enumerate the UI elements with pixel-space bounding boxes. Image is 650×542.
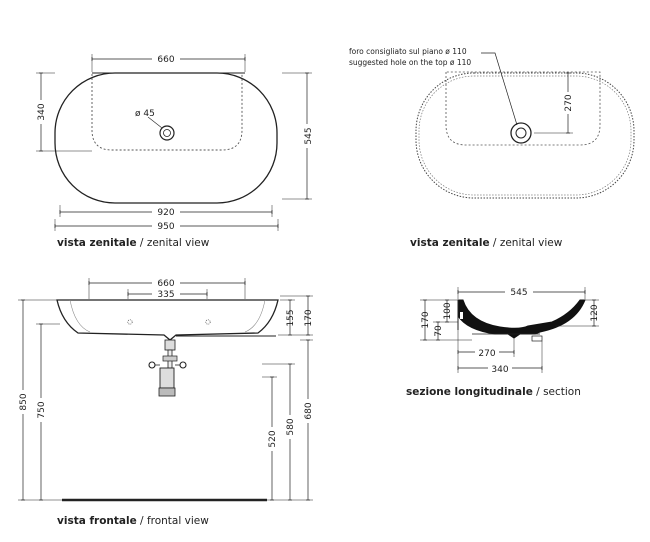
dim-580: 580 — [286, 418, 296, 435]
dim-545: 545 — [304, 127, 314, 144]
front-view: 660 335 155 170 850 750 520 — [17, 276, 314, 502]
dim-850: 850 — [19, 393, 29, 410]
dim-920: 920 — [157, 208, 174, 218]
dim-100: 100 — [443, 302, 453, 319]
top-view-right-caption: vista zenitale / zenital view — [410, 237, 563, 249]
basin-section — [457, 299, 586, 339]
dim-170: 170 — [421, 311, 431, 328]
dim-545: 545 — [510, 288, 527, 298]
dim-270: 270 — [478, 349, 495, 359]
top-view-right: foro consigliato sul piano ø 110 suggest… — [349, 47, 635, 199]
dim-155: 155 — [286, 309, 296, 326]
dim-660: 660 — [157, 279, 174, 289]
suggested-hole-note-en: suggested hole on the top ø 110 — [349, 58, 471, 67]
dim-950: 950 — [157, 222, 174, 232]
dim-340: 340 — [491, 365, 508, 375]
drain-hole — [159, 125, 175, 141]
inner-bowl-dashed — [91, 74, 243, 151]
inner-bowl-dashed — [445, 71, 601, 146]
hole-label: ø 45 — [135, 109, 155, 119]
suggested-hole-note-it: foro consigliato sul piano ø 110 — [349, 47, 467, 56]
dim-340: 340 — [37, 103, 47, 120]
top-view-caption: vista zenitale / zenital view — [57, 237, 210, 249]
dim-70: 70 — [434, 325, 444, 337]
dim-680: 680 — [304, 402, 314, 419]
dim-335: 335 — [157, 290, 174, 300]
basin-front — [56, 299, 279, 341]
dim-660: 660 — [157, 55, 174, 65]
dim-520: 520 — [268, 430, 278, 447]
suggested-hole — [510, 122, 532, 144]
drain-trap — [148, 339, 187, 397]
front-view-caption: vista frontale / frontal view — [57, 515, 209, 527]
dim-270: 270 — [564, 94, 574, 111]
section-caption: sezione longitudinale / section — [406, 386, 581, 398]
dim-750: 750 — [37, 401, 47, 418]
basin-outline-dotted — [415, 72, 635, 199]
dim-120: 120 — [590, 304, 600, 321]
section-view: 545 170 100 70 120 270 340 — [420, 285, 600, 375]
dim-170: 170 — [304, 309, 314, 326]
top-view: ø 45 660 340 545 920 950 — [35, 52, 314, 232]
